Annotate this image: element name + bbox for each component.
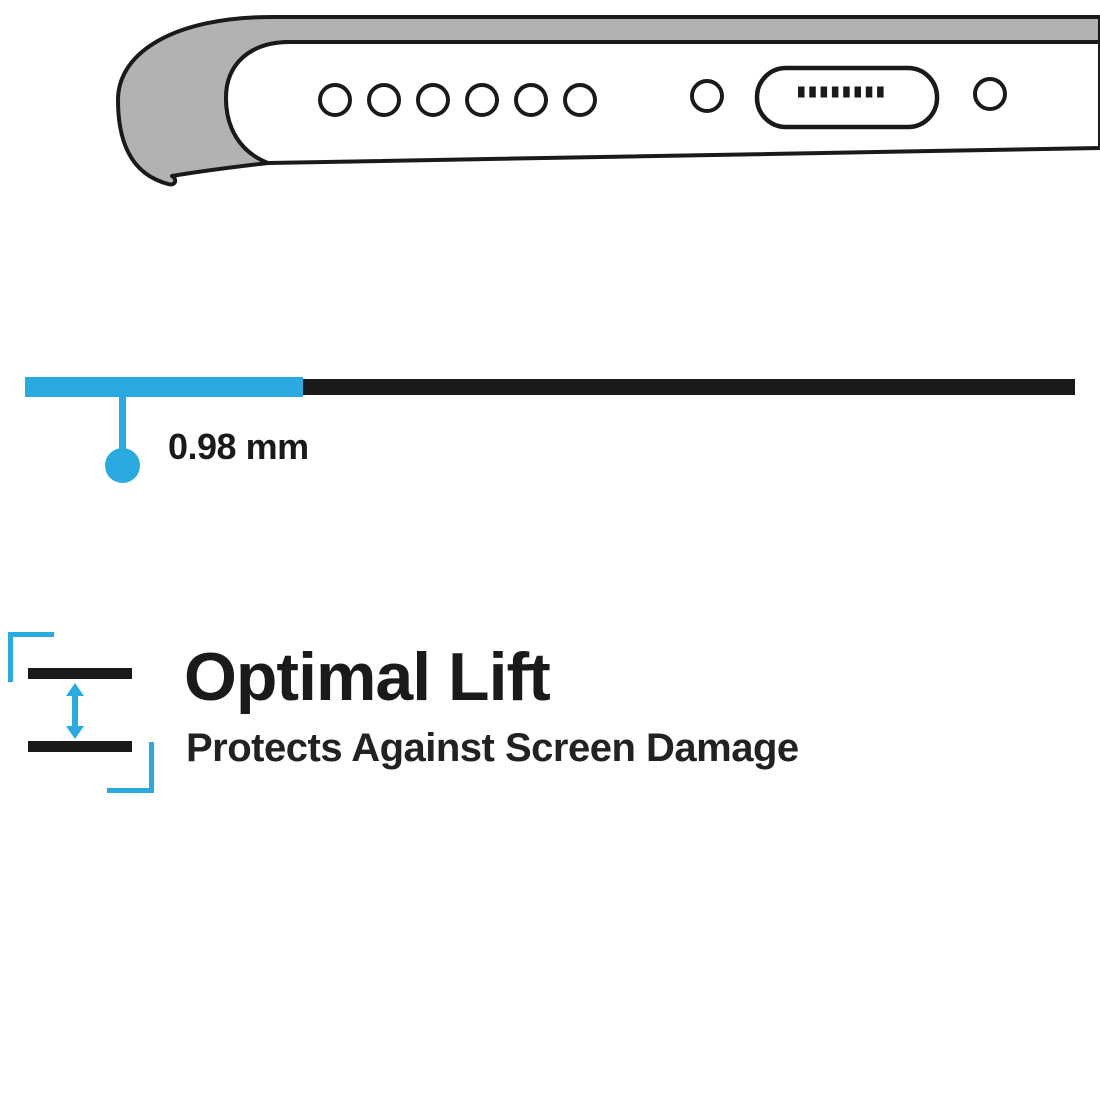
feature-subtitle: Protects Against Screen Damage — [186, 726, 799, 770]
lift-icon — [0, 625, 175, 805]
mic-hole — [690, 79, 724, 113]
bracket-top-left-icon — [8, 632, 54, 682]
secondary-mic-hole — [973, 77, 1007, 111]
phone-case-cross-section — [116, 15, 1100, 187]
phone-body — [224, 40, 1100, 165]
measurement-pointer-line — [119, 396, 126, 452]
upper-surface-bar — [28, 668, 132, 679]
lift-measurement-label: 0.98 mm — [168, 426, 309, 467]
surface-edge-bar — [303, 379, 1075, 395]
lift-gap-bar — [25, 377, 303, 397]
lower-surface-bar — [28, 741, 132, 752]
bracket-bottom-right-icon — [107, 742, 154, 793]
feature-title: Optimal Lift — [184, 639, 551, 715]
measurement-pointer-dot — [105, 448, 140, 483]
charging-port — [754, 65, 940, 130]
speaker-holes — [318, 83, 597, 117]
double-arrow-icon — [66, 683, 84, 739]
